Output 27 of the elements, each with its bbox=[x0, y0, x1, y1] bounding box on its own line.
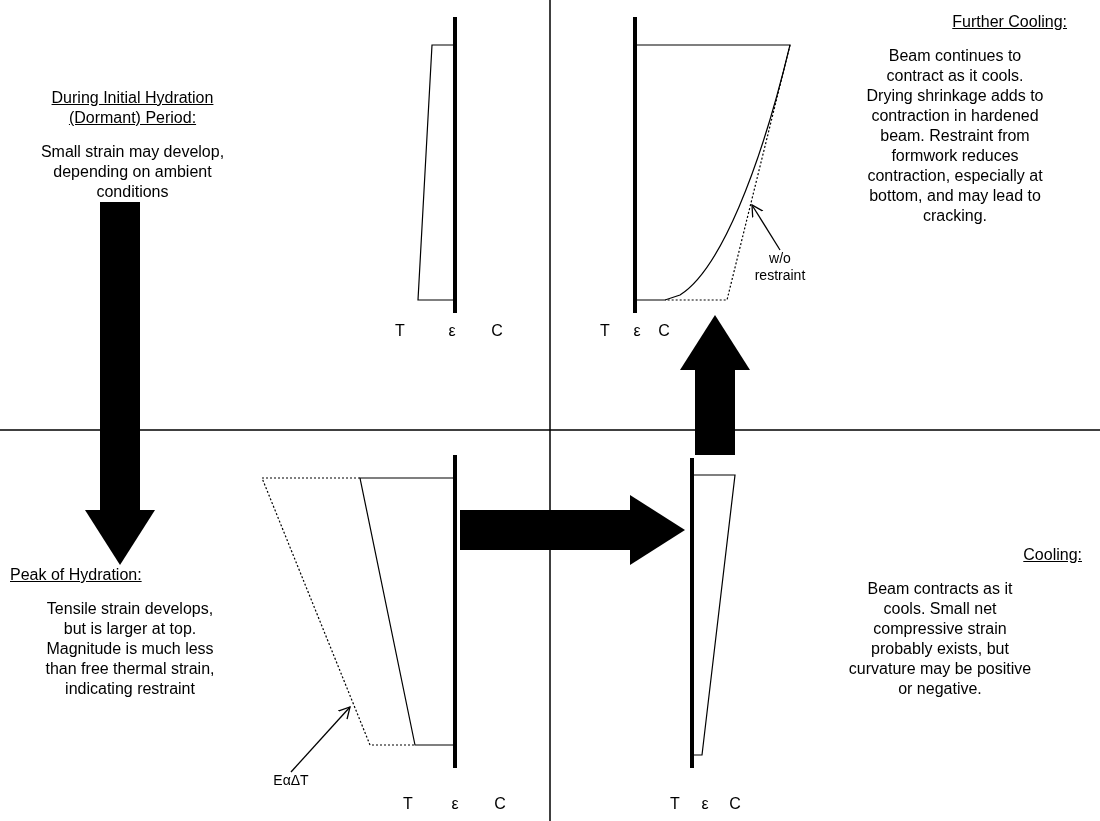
heading: Peak of Hydration: bbox=[10, 565, 143, 585]
axis-label: T bbox=[669, 795, 681, 813]
annotation-label: w/o restraint bbox=[748, 250, 812, 290]
arrow bbox=[460, 495, 685, 565]
axis-label: T bbox=[402, 795, 414, 813]
strain-symbol: ε bbox=[632, 322, 642, 340]
heading: Further Cooling: bbox=[951, 12, 1068, 32]
axis-label: T bbox=[394, 322, 406, 340]
arrow bbox=[85, 202, 155, 565]
description: Tensile strain develops, but is larger at top. Magnitude is much less than free thermal strain, indicating restraint bbox=[44, 599, 216, 699]
axis-label: C bbox=[657, 322, 671, 340]
description: Beam contracts as it cools. Small net compressive strain probably exists, but curvature may be positive or negative. bbox=[847, 579, 1033, 699]
axis-label: C bbox=[728, 795, 742, 813]
strain-symbol: ε bbox=[447, 322, 457, 340]
axis-label: T bbox=[599, 322, 611, 340]
heading: Cooling: bbox=[1022, 545, 1083, 565]
axis-label: C bbox=[493, 795, 507, 813]
strain-symbol: ε bbox=[700, 795, 710, 813]
leader-line bbox=[751, 204, 781, 251]
leader-line bbox=[290, 706, 351, 773]
description: Beam continues to contract as it cools. Drying shrinkage adds to contraction in hardened beam. Restraint from formwork reduces contraction, especially at bottom, and may lead to cracking. bbox=[865, 46, 1045, 226]
heading: During Initial Hydration (Dormant) Period: bbox=[50, 88, 215, 128]
annotation-label: EαΔT bbox=[266, 772, 316, 790]
strain-symbol: ε bbox=[450, 795, 460, 813]
description: Small strain may develop, depending on ambient conditions bbox=[40, 142, 225, 202]
arrow bbox=[680, 315, 750, 455]
axis-label: C bbox=[490, 322, 504, 340]
